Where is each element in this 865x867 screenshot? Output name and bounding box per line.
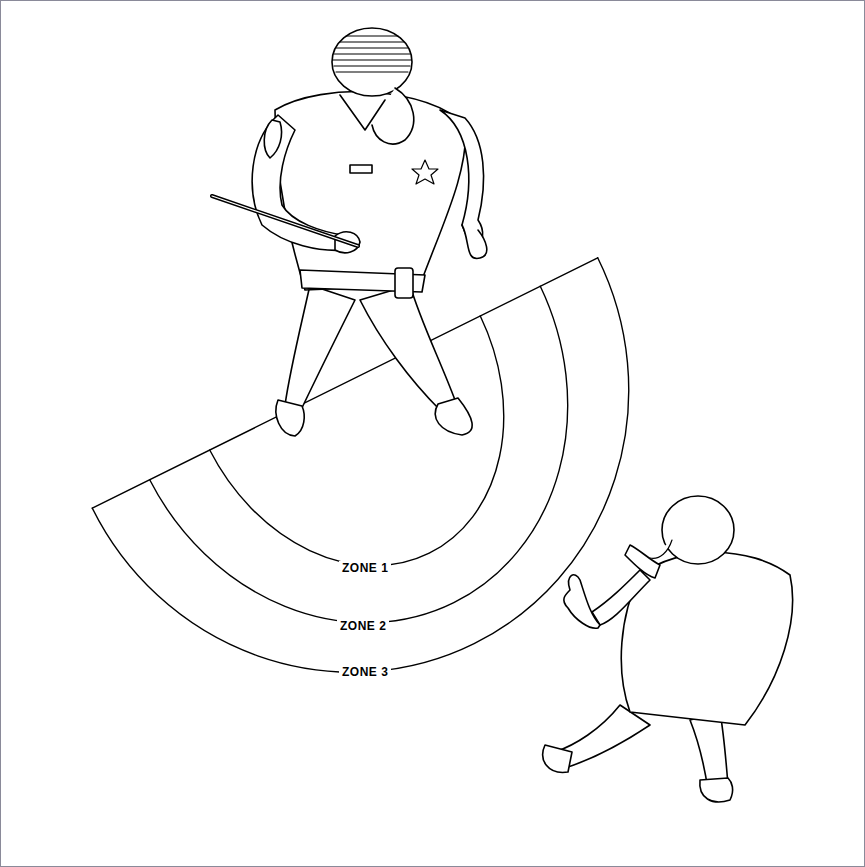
zone-arcs	[92, 258, 628, 672]
zone-arc	[150, 286, 568, 623]
subject-figure	[543, 496, 793, 802]
zone-label: ZONE 3	[339, 665, 391, 679]
zone-arc	[210, 316, 504, 566]
zone-label: ZONE 1	[339, 561, 391, 575]
baton-highlight	[212, 196, 358, 246]
baton	[212, 196, 358, 246]
zone-arc	[92, 258, 628, 672]
zone-baseline	[92, 258, 597, 508]
zone-label: ZONE 2	[337, 619, 389, 633]
officer-figure	[252, 28, 487, 436]
